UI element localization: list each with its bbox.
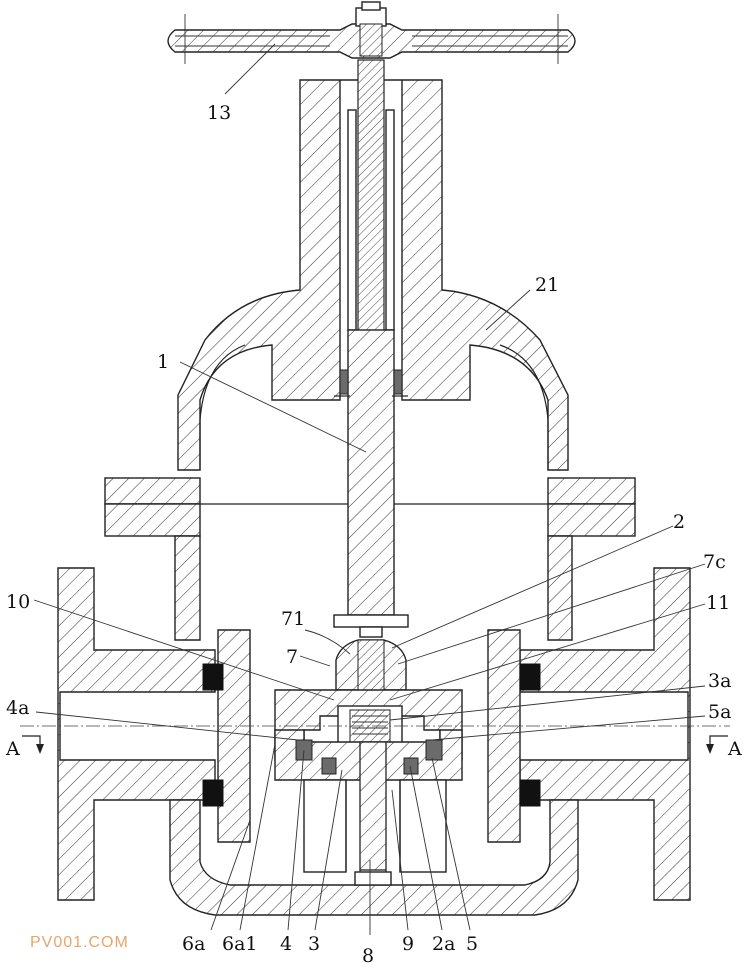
gate-assembly [274,639,463,873]
label-a-right: A [727,738,742,760]
label-11: 11 [706,592,730,614]
label-2: 2 [673,511,685,533]
watermark: PV001.COM [30,934,129,951]
label-2a: 2a [432,933,455,955]
label-21: 21 [535,274,559,296]
label-7c: 7c [703,551,726,573]
stem [333,59,409,638]
label-a-left: A [5,738,20,760]
part-labels: 13 21 1 2 7c 71 7 11 10 3a 4a 5a A A 6a … [5,102,742,967]
label-1: 1 [157,351,169,373]
valve-body [57,503,691,916]
label-10: 10 [6,591,30,613]
label-3a: 3a [708,670,731,692]
label-7: 7 [286,646,298,668]
label-8: 8 [362,945,374,967]
label-5: 5 [466,933,478,955]
section-marks [20,725,730,754]
label-9: 9 [402,933,414,955]
label-13: 13 [207,102,231,124]
label-4a: 4a [6,697,29,719]
label-6a: 6a [182,933,205,955]
handwheel [167,1,576,64]
label-3: 3 [308,933,320,955]
label-4: 4 [280,933,292,955]
seat-rings [202,629,541,843]
label-5a: 5a [708,701,731,723]
bonnet [104,79,636,505]
label-6a1: 6a1 [222,933,258,955]
leader-lines [33,43,706,935]
label-71: 71 [281,608,305,630]
